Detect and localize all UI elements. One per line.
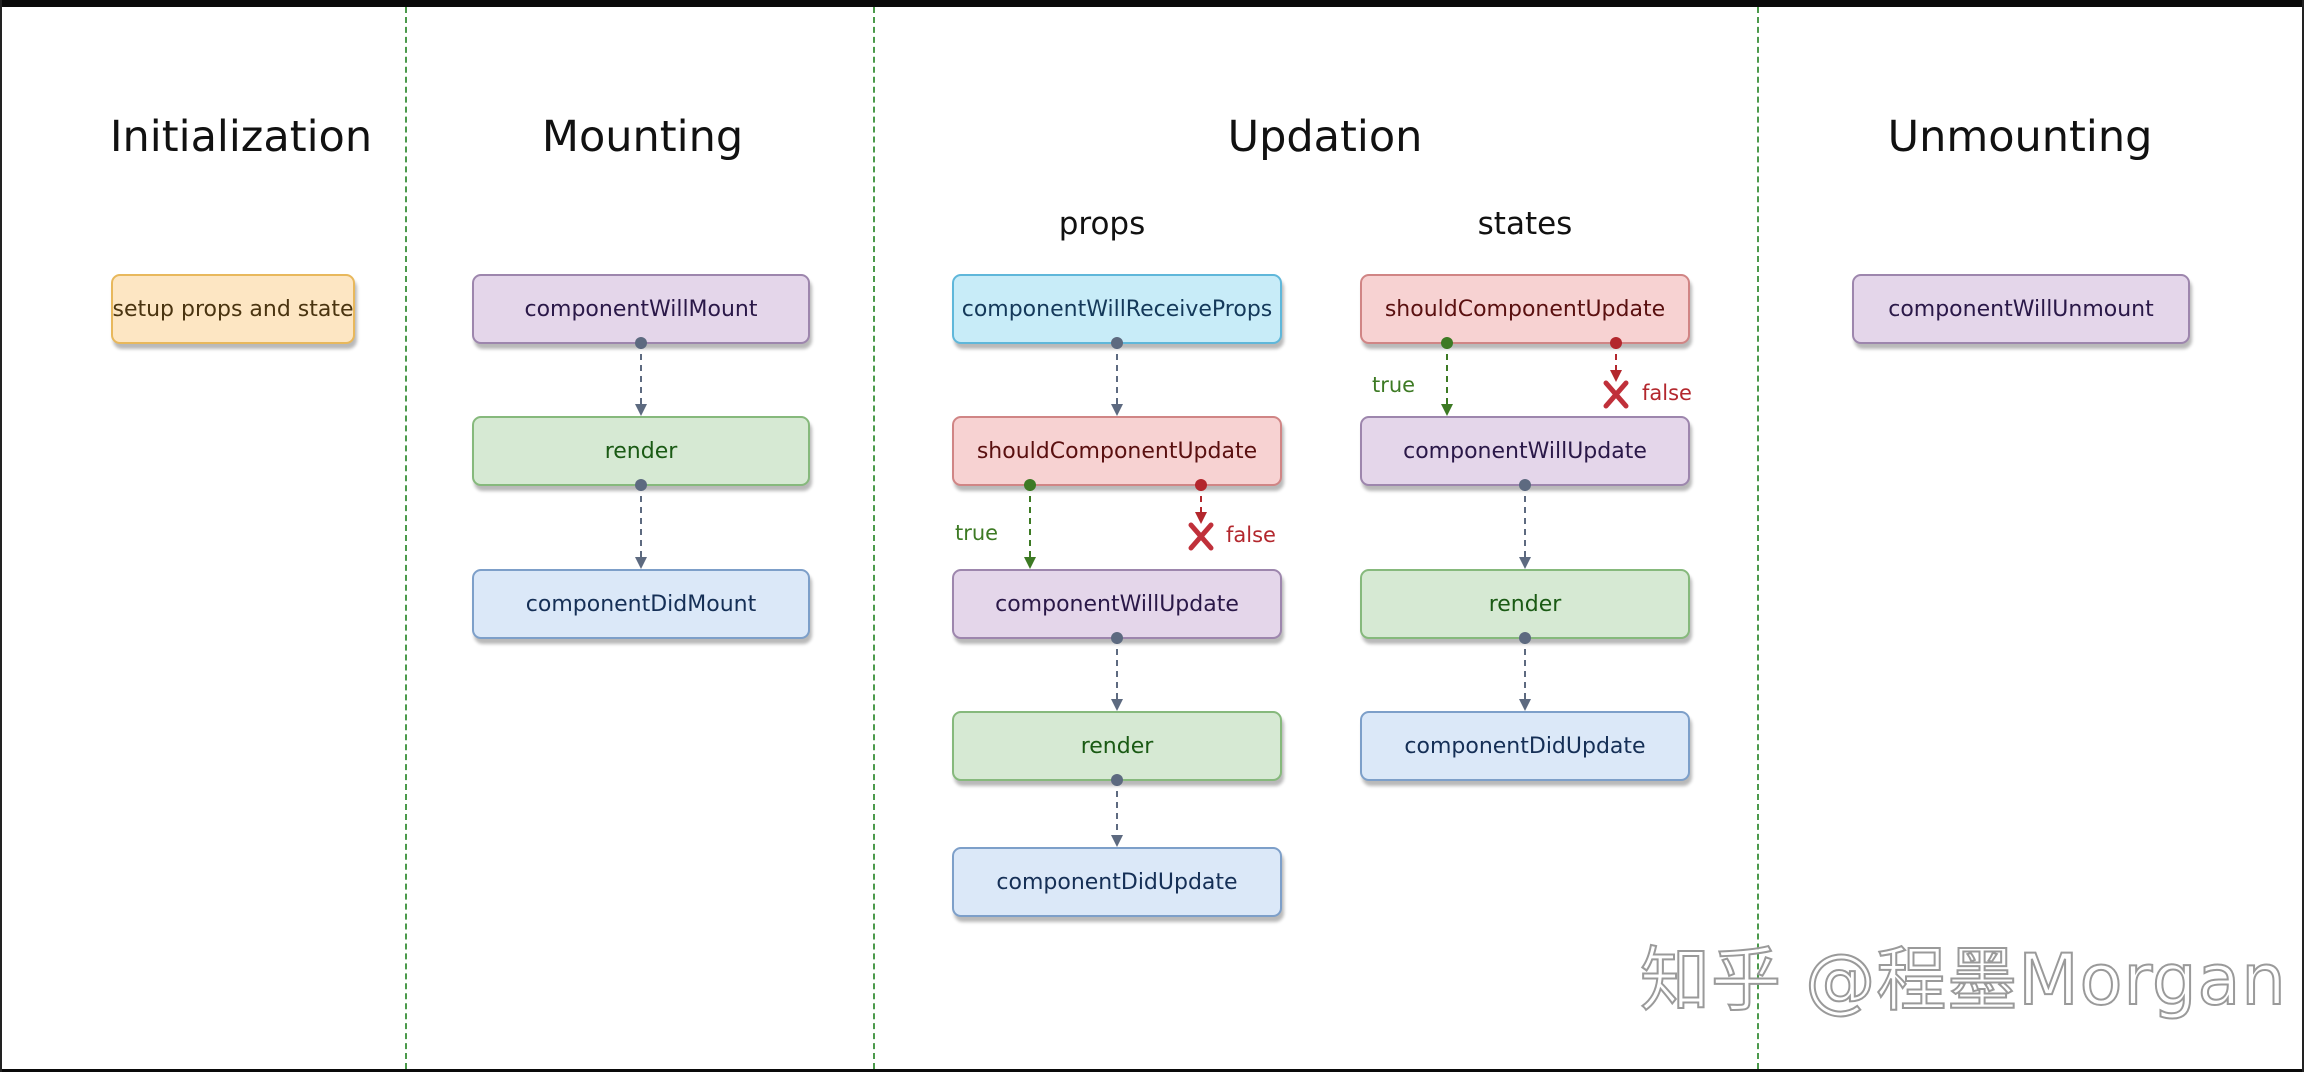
states-true-label: true [1372,373,1416,397]
states-should-component-update-box: shouldComponentUpdate [1360,274,1690,344]
states-connector [1519,479,1531,569]
right-border [2302,0,2304,1072]
top-border [0,0,2304,7]
props-render-box: render [952,711,1282,781]
props-false-x-icon [1188,522,1214,551]
mounting-heading: Mounting [541,112,744,162]
watermark: 知乎 @程墨Morgan [1639,938,2287,1022]
props-false-connector [1188,479,1214,551]
column-divider [873,7,875,1069]
setup-props-and-state-box: setup props and state [111,274,355,344]
states-connector [1519,632,1531,711]
props-connector [1111,774,1123,847]
states-true-connector [1441,337,1453,416]
component-will-receive-props-box: componentWillReceiveProps [952,274,1282,344]
column-divider [405,7,407,1069]
initialization-heading: Initialization [109,112,373,162]
column-divider [1757,7,1759,1069]
states-false-label: false [1642,381,1692,405]
component-will-unmount-box: componentWillUnmount [1852,274,2190,344]
props-connector [1111,337,1123,416]
states-subheading: states [1477,206,1573,242]
states-component-did-update-box: componentDidUpdate [1360,711,1690,781]
unmounting-heading: Unmounting [1887,112,2153,162]
component-did-mount-box: componentDidMount [472,569,810,639]
states-false-connector [1603,337,1629,409]
props-component-did-update-box: componentDidUpdate [952,847,1282,917]
props-subheading: props [1058,206,1146,242]
states-render-box: render [1360,569,1690,639]
updation-heading: Updation [1227,112,1423,162]
mount-connector [635,337,647,416]
mount-connector [635,479,647,569]
states-false-x-icon [1603,380,1629,409]
states-component-will-update-box: componentWillUpdate [1360,416,1690,486]
props-true-label: true [955,521,999,545]
props-false-label: false [1226,523,1276,547]
bottom-border [0,1069,2304,1072]
props-connector [1111,632,1123,711]
left-border [0,0,2,1072]
props-should-component-update-box: shouldComponentUpdate [952,416,1282,486]
props-true-connector [1024,479,1036,569]
component-will-mount-box: componentWillMount [472,274,810,344]
